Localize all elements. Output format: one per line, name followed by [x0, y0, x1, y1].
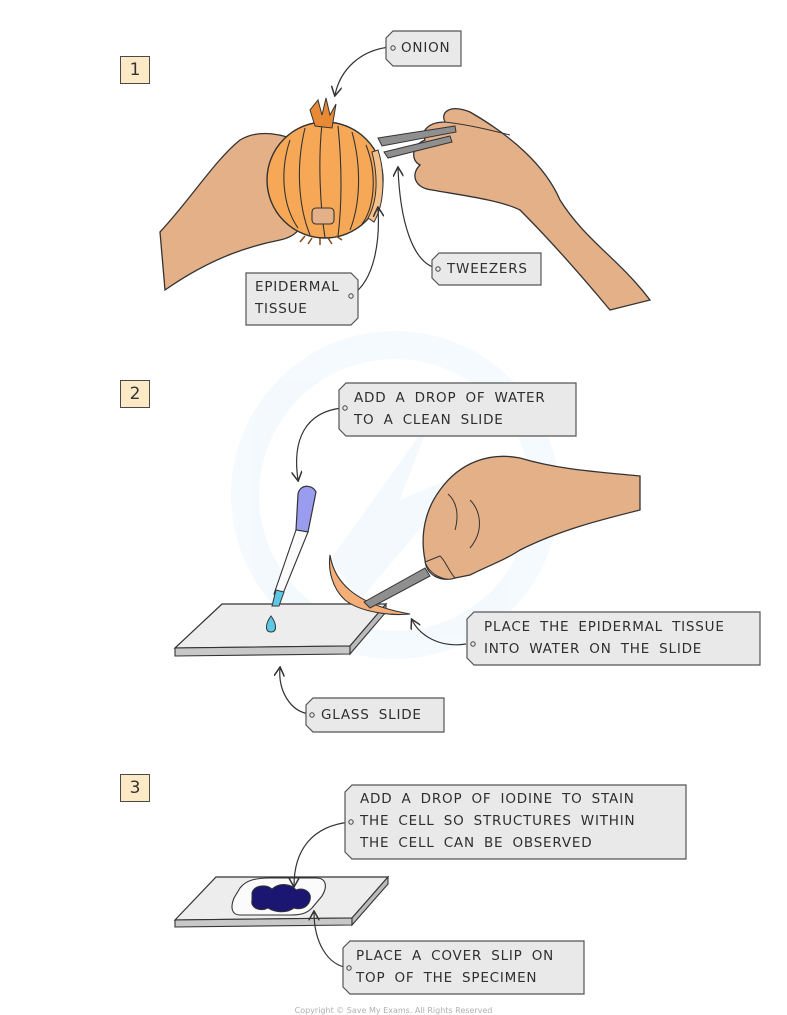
step-1-badge: 1	[120, 56, 150, 84]
glass-slide-illustration	[173, 602, 388, 657]
copyright-notice: Copyright © Save My Exams. All Rights Re…	[294, 1006, 493, 1015]
tweezers-label: TWEEZERS	[431, 252, 542, 286]
iodine-stain-illustration	[251, 884, 311, 913]
tweezers-pointer	[398, 168, 437, 269]
cover-slip-label: PLACE A COVER SLIP ON TOP OF THE SPECIME…	[342, 940, 585, 995]
epidermal-tissue-label: EPIDERMAL TISSUE	[245, 272, 359, 326]
onion-label: ONION	[385, 30, 462, 67]
glass-slide-label: GLASS SLIDE	[305, 697, 445, 733]
place-tissue-label: PLACE THE EPIDERMAL TISSUE INTO WATER ON…	[466, 611, 761, 666]
step1-right-hand-illustration	[413, 108, 652, 311]
step1-tweezers-illustration	[377, 125, 457, 159]
step2-tweezers-illustration	[363, 567, 431, 609]
step-3-badge: 3	[120, 774, 150, 802]
add-water-pointer	[297, 407, 343, 480]
glass-slide-pointer	[280, 668, 311, 715]
iodine-pointer	[294, 821, 351, 886]
onion-pointer	[335, 46, 391, 95]
dropper-illustration	[266, 485, 317, 633]
step-2-badge: 2	[120, 380, 150, 408]
tissue-piece-illustration	[328, 554, 411, 615]
step2-hand-illustration	[422, 455, 641, 580]
place-tissue-pointer	[412, 620, 467, 646]
add-water-label: ADD A DROP OF WATER TO A CLEAN SLIDE	[338, 382, 577, 437]
iodine-label: ADD A DROP OF IODINE TO STAIN THE CELL S…	[344, 784, 687, 860]
step1-onion-illustration	[266, 97, 384, 245]
